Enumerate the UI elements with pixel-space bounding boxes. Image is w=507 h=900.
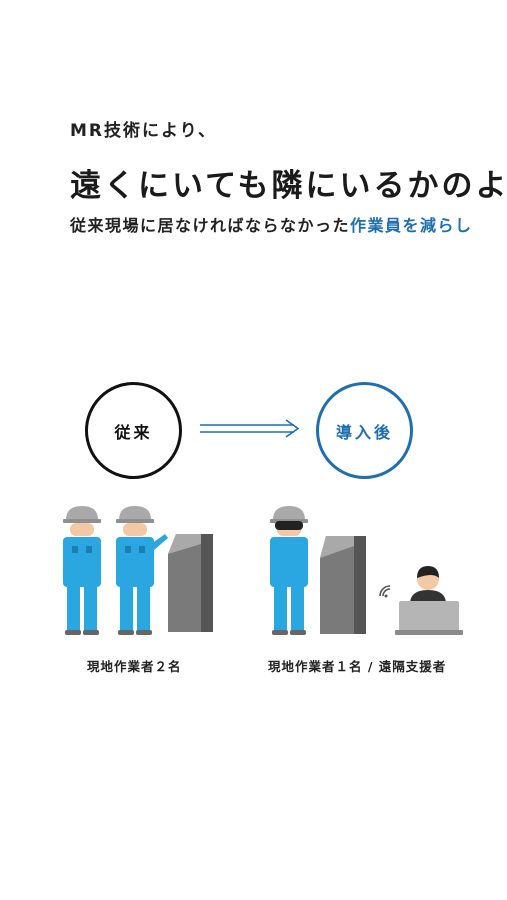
before-scene xyxy=(63,506,213,635)
subline-accent: 作業員を減らし xyxy=(350,216,473,235)
subline-plain: 従来現場に居なければならなかった xyxy=(70,216,351,235)
worker-icon xyxy=(63,506,101,635)
worker-icon xyxy=(116,506,168,635)
after-scene xyxy=(270,506,463,635)
before-label: 従来 xyxy=(114,422,153,442)
worker-icon xyxy=(270,506,308,635)
headline: 遠くにいても隣にいるかのよ xyxy=(70,168,507,204)
before-circle: 従来 xyxy=(85,382,182,479)
eyebrow-text: MR技術により、 xyxy=(70,121,217,141)
machine-icon xyxy=(320,536,366,634)
subline: 従来現場に居なければならなかった作業員を減らし xyxy=(70,212,473,236)
wifi-signal-icon xyxy=(379,585,391,598)
before-caption: 現地作業者２名 xyxy=(87,659,182,674)
double-right-arrow-icon xyxy=(200,419,300,438)
after-label: 導入後 xyxy=(335,422,393,442)
remote-supporter-icon xyxy=(395,566,463,635)
after-caption: 現地作業者１名 / 遠隔支援者 xyxy=(268,659,447,674)
after-circle: 導入後 xyxy=(316,382,413,479)
machine-icon xyxy=(168,534,213,632)
